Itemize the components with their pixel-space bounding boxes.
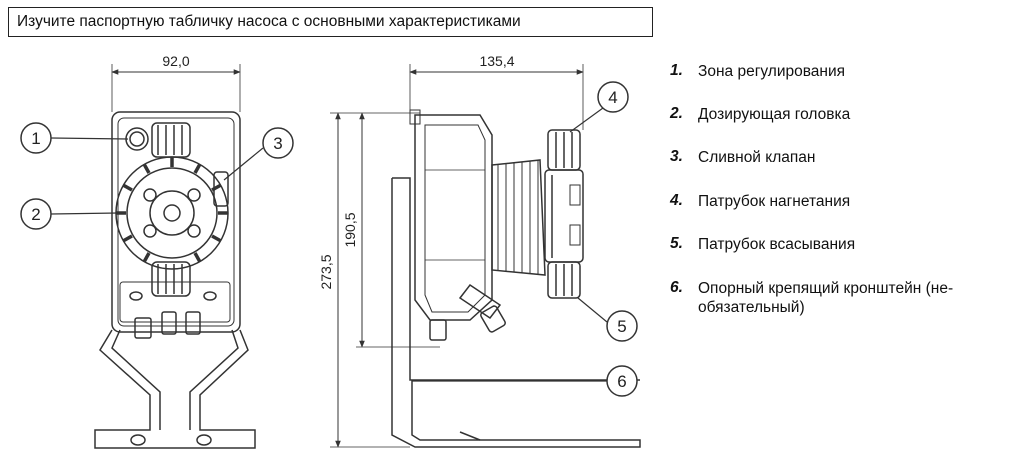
legend-num: 6. <box>670 279 683 296</box>
front-view <box>94 64 256 449</box>
legend-item-4: 4. Патрубок нагнетания <box>670 192 1010 211</box>
legend-num: 3. <box>670 148 683 165</box>
legend-text: Патрубок нагнетания <box>698 193 851 210</box>
legend-text: Опорный крепящий кронштейн (не-обязатель… <box>698 280 954 316</box>
instruction-title: Изучите паспортную табличку насоса с осн… <box>8 7 653 37</box>
legend-num: 4. <box>670 192 683 209</box>
callout-3-label: 3 <box>273 134 282 153</box>
legend-item-5: 5. Патрубок всасывания <box>670 235 1010 254</box>
legend-text: Дозирующая головка <box>698 106 851 123</box>
callout-6 <box>412 365 638 397</box>
legend-item-3: 3. Сливной клапан <box>670 148 1010 167</box>
callout-5-label: 5 <box>617 317 626 336</box>
dim-body-height: 190,5 <box>342 212 358 247</box>
callout-1-label: 1 <box>31 129 40 148</box>
dim-side-width: 135,4 <box>479 53 514 69</box>
dim-front-width: 92,0 <box>162 53 189 69</box>
legend-text: Сливной клапан <box>698 149 816 166</box>
dim-total-height: 273,5 <box>318 254 334 289</box>
legend-num: 5. <box>670 235 683 252</box>
callout-4 <box>569 81 629 133</box>
legend-num: 2. <box>670 105 683 122</box>
callout-2 <box>20 198 119 230</box>
legend-num: 1. <box>670 62 683 79</box>
legend-item-2: 2. Дозирующая головка <box>670 105 1010 124</box>
callout-3 <box>223 127 294 181</box>
callout-2-label: 2 <box>31 205 40 224</box>
side-view <box>330 64 641 448</box>
legend: 1. Зона регулирования 2. Дозирующая голо… <box>670 62 1010 317</box>
legend-text: Патрубок всасывания <box>698 236 856 253</box>
legend-item-6: 6. Опорный крепящий кронштейн (не-обязат… <box>670 279 1010 317</box>
callout-1 <box>20 122 129 154</box>
callout-5 <box>577 297 638 342</box>
callout-4-label: 4 <box>608 88 617 107</box>
callout-6-label: 6 <box>617 372 626 391</box>
legend-item-1: 1. Зона регулирования <box>670 62 1010 81</box>
legend-text: Зона регулирования <box>698 63 846 80</box>
